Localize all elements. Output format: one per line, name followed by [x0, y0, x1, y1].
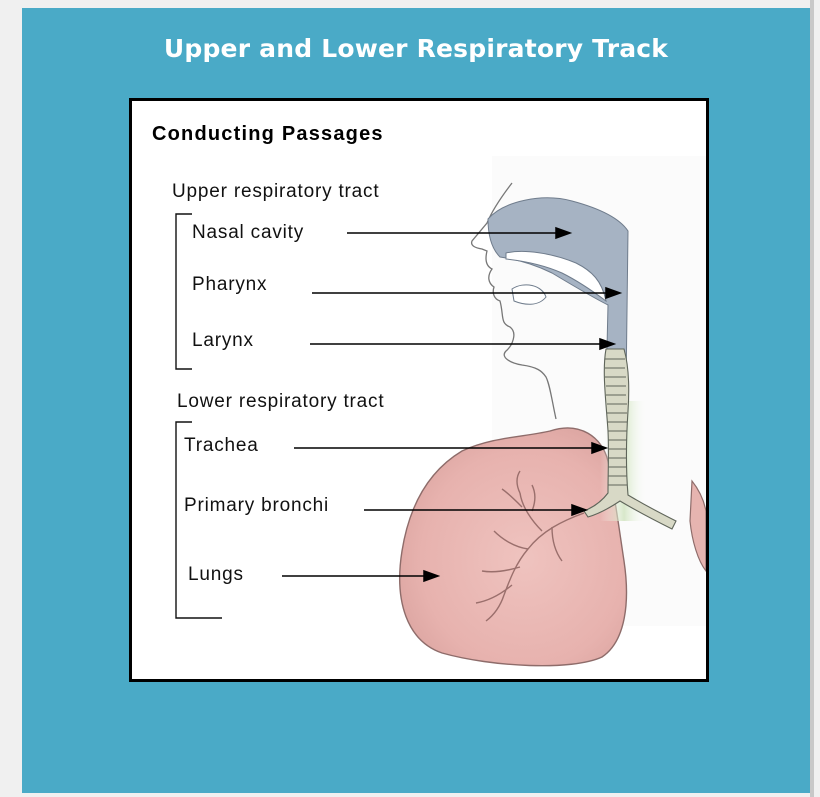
label-nasal-cavity: Nasal cavity — [192, 222, 304, 243]
label-primary-bronchi: Primary bronchi — [184, 495, 329, 516]
upper-tract-bracket — [176, 214, 192, 369]
slide-background: Upper and Lower Respiratory Track Conduc… — [22, 8, 810, 793]
lower-tract-heading: Lower respiratory tract — [177, 391, 384, 412]
window-edge — [810, 0, 814, 797]
slide-title: Upper and Lower Respiratory Track — [22, 34, 810, 63]
label-larynx: Larynx — [192, 330, 254, 351]
diagram-canvas: Conducting Passages Upper respiratory tr… — [132, 101, 706, 679]
left-lung — [400, 428, 627, 666]
upper-tract-heading: Upper respiratory tract — [172, 181, 379, 202]
label-pharynx: Pharynx — [192, 274, 267, 295]
diagram-header: Conducting Passages — [152, 123, 384, 145]
respiratory-diagram: Conducting Passages Upper respiratory tr… — [129, 98, 709, 682]
label-lungs: Lungs — [188, 564, 244, 585]
label-trachea: Trachea — [184, 435, 259, 456]
